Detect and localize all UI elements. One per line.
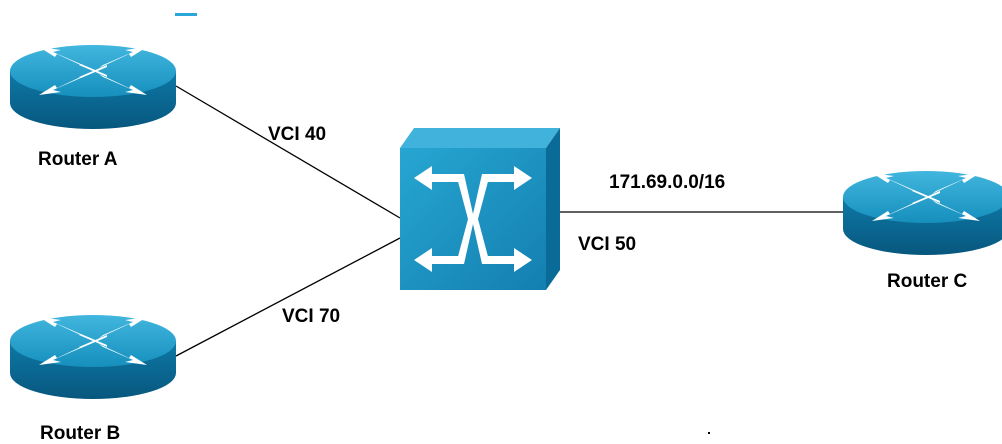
router-b-label: Router B: [40, 423, 120, 444]
link-router-a-switch: [175, 85, 401, 219]
decoration-mark: [175, 13, 197, 16]
atm-switch-icon: [400, 128, 560, 290]
link-label-vci-40: VCI 40: [268, 124, 326, 145]
stray-dot: [708, 432, 710, 434]
router-b-icon: [10, 315, 176, 399]
router-a-icon: [10, 45, 176, 129]
link-label-vci-50: VCI 50: [578, 234, 636, 255]
router-a-label: Router A: [38, 149, 118, 170]
router-c-label: Router C: [887, 271, 968, 292]
network-address-label: 171.69.0.0/16: [609, 172, 725, 193]
router-c-icon: [843, 171, 1002, 255]
link-router-b-switch: [175, 237, 401, 357]
link-label-vci-70: VCI 70: [282, 306, 340, 327]
